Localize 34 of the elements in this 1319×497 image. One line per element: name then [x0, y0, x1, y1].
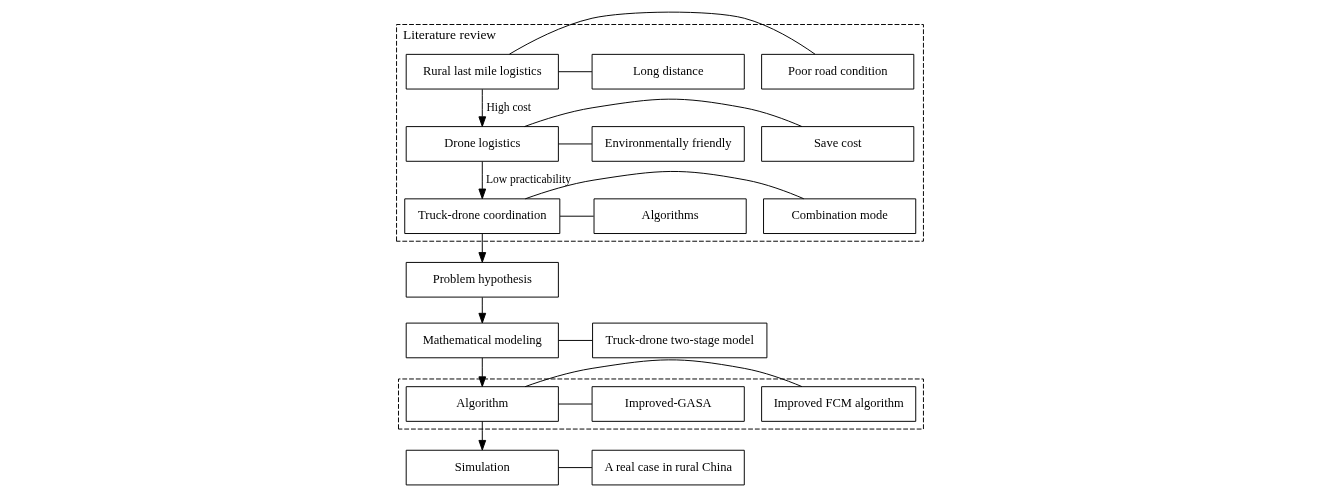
- connector: [557, 467, 592, 469]
- node-box: Algorithm: [405, 386, 559, 422]
- arrow: [477, 296, 486, 324]
- node-box: Rural last mile logistics: [405, 53, 559, 90]
- arrow: [477, 233, 486, 263]
- node-box: Poor road condition: [760, 53, 914, 90]
- node-box: Truck-drone two-stage model: [591, 322, 767, 359]
- node-box: Truck-drone coordination: [403, 198, 560, 234]
- connector: [557, 403, 592, 405]
- node-box: Combination mode: [762, 198, 916, 234]
- arrow: [477, 421, 486, 451]
- connector: [557, 143, 592, 145]
- node-box: Problem hypothesis: [405, 261, 559, 298]
- node-box: Algorithms: [593, 198, 747, 234]
- node-box: Simulation: [405, 449, 559, 486]
- connector: [508, 11, 815, 55]
- connector: [523, 98, 802, 128]
- node-box: Long distance: [591, 53, 745, 90]
- node-box: Improved-GASA: [591, 386, 745, 422]
- connector: [524, 171, 804, 200]
- node-box: Save cost: [760, 126, 914, 162]
- connector: [557, 339, 593, 341]
- edge-label: High cost: [485, 100, 531, 113]
- node-box: Drone logistics: [405, 126, 559, 162]
- arrow: [477, 88, 486, 127]
- connector: [559, 215, 594, 217]
- arrow: [477, 161, 486, 200]
- node-box: Improved FCM algorithm: [760, 386, 916, 422]
- node-box: Mathematical modeling: [405, 322, 559, 359]
- arrow: [477, 357, 486, 387]
- connector: [557, 71, 592, 73]
- node-box: Environmentally friendly: [591, 126, 745, 162]
- edge-label: Low practicability: [485, 173, 571, 186]
- node-box: A real case in rural China: [591, 449, 745, 486]
